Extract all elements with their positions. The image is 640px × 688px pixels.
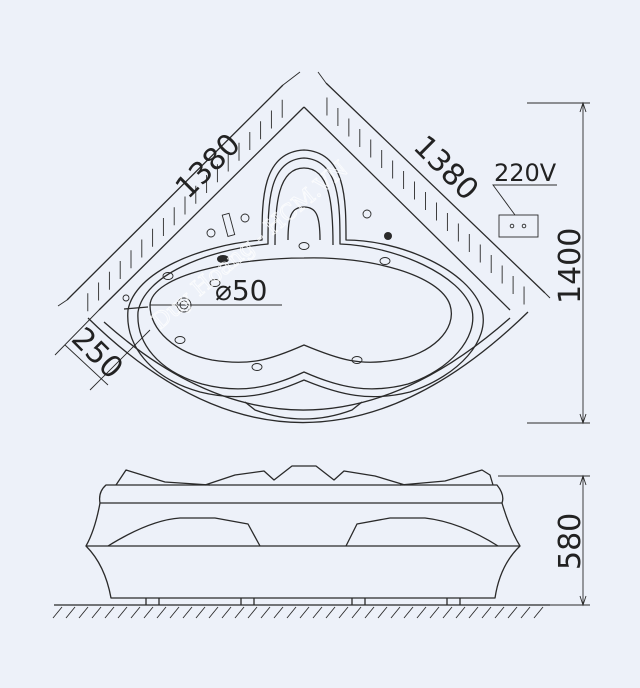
air-button-dark [384, 232, 392, 240]
jet [379, 257, 391, 265]
ground-hatch [338, 606, 349, 619]
ground-hatch [130, 606, 141, 619]
ground-hatch [468, 606, 479, 619]
ground-hatch [364, 606, 375, 619]
dim-line-250 [54, 309, 151, 391]
rim-middle [137, 157, 474, 390]
ground-hatch [78, 606, 89, 619]
ground-hatch [65, 606, 76, 619]
front-apron-step [244, 401, 363, 420]
ground-hatch [507, 606, 518, 619]
dim-left-side: 1380 [169, 127, 248, 206]
dim-height: 580 [553, 513, 588, 570]
wall-hatching [87, 97, 525, 312]
rim-outer [127, 149, 484, 398]
ground-hatch [182, 606, 193, 619]
ground-hatch [455, 606, 466, 619]
air-button [362, 209, 372, 219]
extension-lines [57, 71, 551, 307]
ground-hatch [494, 606, 505, 619]
power-leader [492, 184, 557, 216]
ground-hatch [312, 606, 323, 619]
ground-hatch [533, 606, 544, 619]
ground-hatch [390, 606, 401, 619]
front-apron-outer [87, 311, 529, 424]
ground-hatch [325, 606, 336, 619]
headrest-inner [274, 167, 334, 246]
ground-hatch [286, 606, 297, 619]
dim-line-1400 [527, 101, 590, 425]
faucet [221, 212, 236, 237]
jet [174, 336, 186, 344]
ground-hatch [234, 606, 245, 619]
ground-hatch [104, 606, 115, 619]
power-terminal [521, 223, 527, 229]
control-knob [240, 213, 250, 223]
overflow-knob [122, 294, 130, 302]
jets [162, 242, 391, 371]
feet [145, 598, 461, 605]
power-label: 220V [494, 159, 557, 187]
ground-hatch [481, 606, 492, 619]
seat-bump-right [345, 517, 499, 547]
ground-hatch [221, 606, 232, 619]
dim-line-580 [498, 474, 590, 607]
rim-top [98, 484, 504, 504]
ground-hatch [299, 606, 310, 619]
control-knob [206, 228, 216, 238]
seat-bump-left [107, 517, 261, 547]
ground-hatch [442, 606, 453, 619]
bowl [149, 257, 452, 363]
power-box [498, 214, 539, 238]
ground-hatch [416, 606, 427, 619]
outer-wall-left [66, 84, 284, 301]
dim-depth: 1400 [553, 228, 588, 304]
ground-hatch [208, 606, 219, 619]
ground-hatch [143, 606, 154, 619]
headrest-profile [115, 465, 494, 486]
jet [298, 242, 310, 250]
jet [162, 272, 174, 280]
ground-hatch [247, 606, 258, 619]
ground-hatch [273, 606, 284, 619]
outer-wall-right [325, 82, 546, 294]
power-terminal [509, 223, 515, 229]
ground-hatch [117, 606, 128, 619]
ground-hatch [169, 606, 180, 619]
jet [251, 363, 263, 371]
headrest-lower [287, 206, 321, 241]
ground-hatch [351, 606, 362, 619]
body-upper [85, 502, 521, 547]
ground-hatch [403, 606, 414, 619]
ground-hatch [429, 606, 440, 619]
ground-hatch [195, 606, 206, 619]
ground-hatch [156, 606, 167, 619]
ground-hatch [260, 606, 271, 619]
tub-edge-right [303, 106, 511, 311]
drain-diameter: ⌀50 [215, 274, 268, 307]
front-apron-inner [103, 317, 511, 411]
dim-wall: 250 [64, 321, 129, 386]
ground-hatch [52, 606, 63, 619]
ground-hatch [377, 606, 388, 619]
ground-hatching [52, 606, 544, 619]
dim-right-side: 1380 [406, 129, 485, 208]
body-lower [85, 545, 521, 599]
pop-up-handle [123, 306, 149, 310]
jet [351, 356, 363, 364]
jet-dark [217, 255, 229, 263]
jet [209, 279, 221, 287]
side-view: 580 [52, 465, 590, 619]
ground-hatch [91, 606, 102, 619]
top-view: 1380 1380 1400 250 ⌀50 220V [54, 71, 590, 425]
ground-hatch [520, 606, 531, 619]
tub-edge-left [98, 106, 305, 311]
